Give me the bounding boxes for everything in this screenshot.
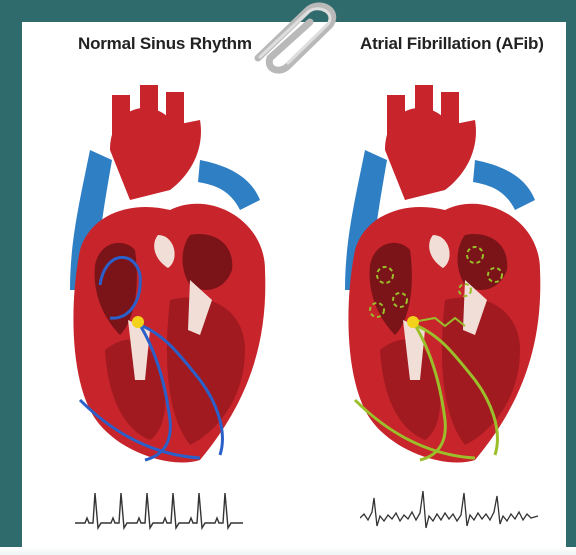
heart-afib-body: [345, 85, 540, 463]
sa-node-icon-afib: [407, 316, 419, 328]
ekg-trace-afib: [360, 488, 540, 533]
frame-right: [566, 0, 576, 555]
ekg-trace-normal: [75, 488, 245, 533]
heart-afib-illustration: [325, 0, 565, 480]
heart-normal-body: [70, 85, 265, 463]
frame-bottom-fade: [0, 547, 576, 555]
paperclip-icon: [248, 0, 358, 80]
frame-left: [0, 0, 22, 555]
sa-node-icon-normal: [132, 316, 144, 328]
